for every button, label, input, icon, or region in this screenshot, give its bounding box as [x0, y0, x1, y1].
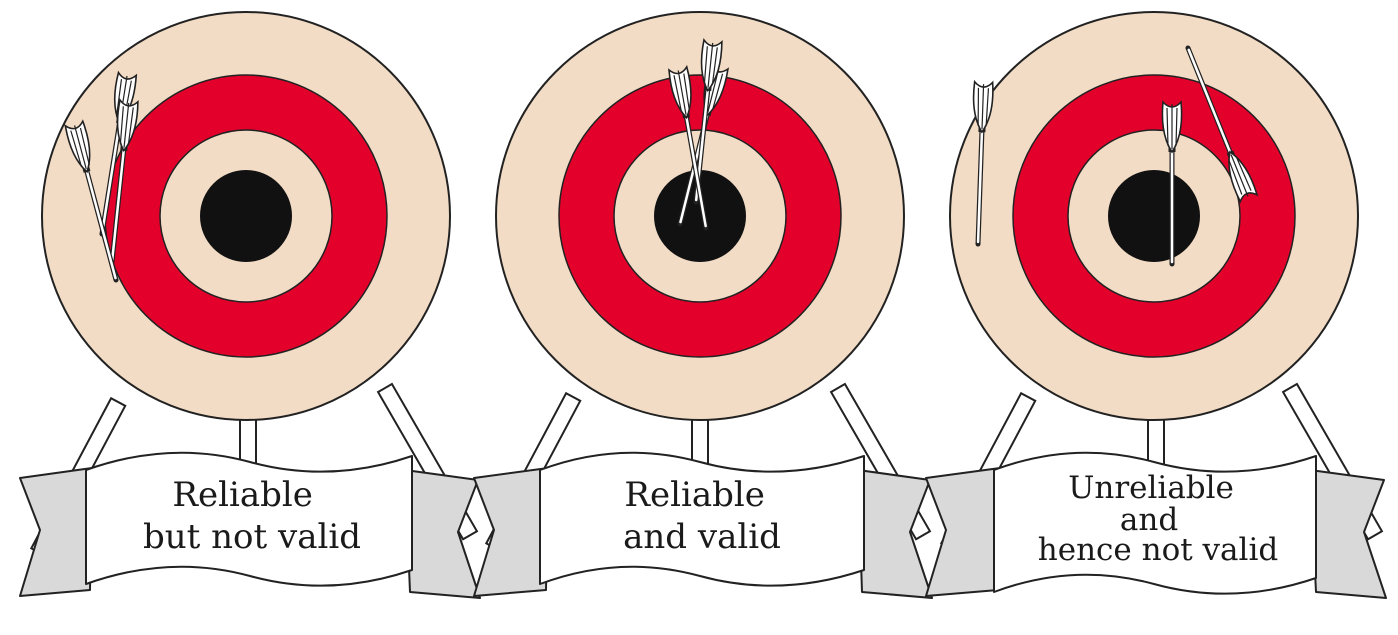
target-middle: Reliable and valid [474, 12, 932, 598]
bullseye [1108, 170, 1200, 262]
banner-tail-left [20, 468, 92, 596]
target-left: Reliable but not valid [20, 12, 480, 598]
banner-tail-left [474, 468, 548, 596]
bullseye [200, 170, 292, 262]
banner-tail-left [926, 468, 1000, 596]
target-right: Unreliable and hence not valid [926, 12, 1386, 598]
